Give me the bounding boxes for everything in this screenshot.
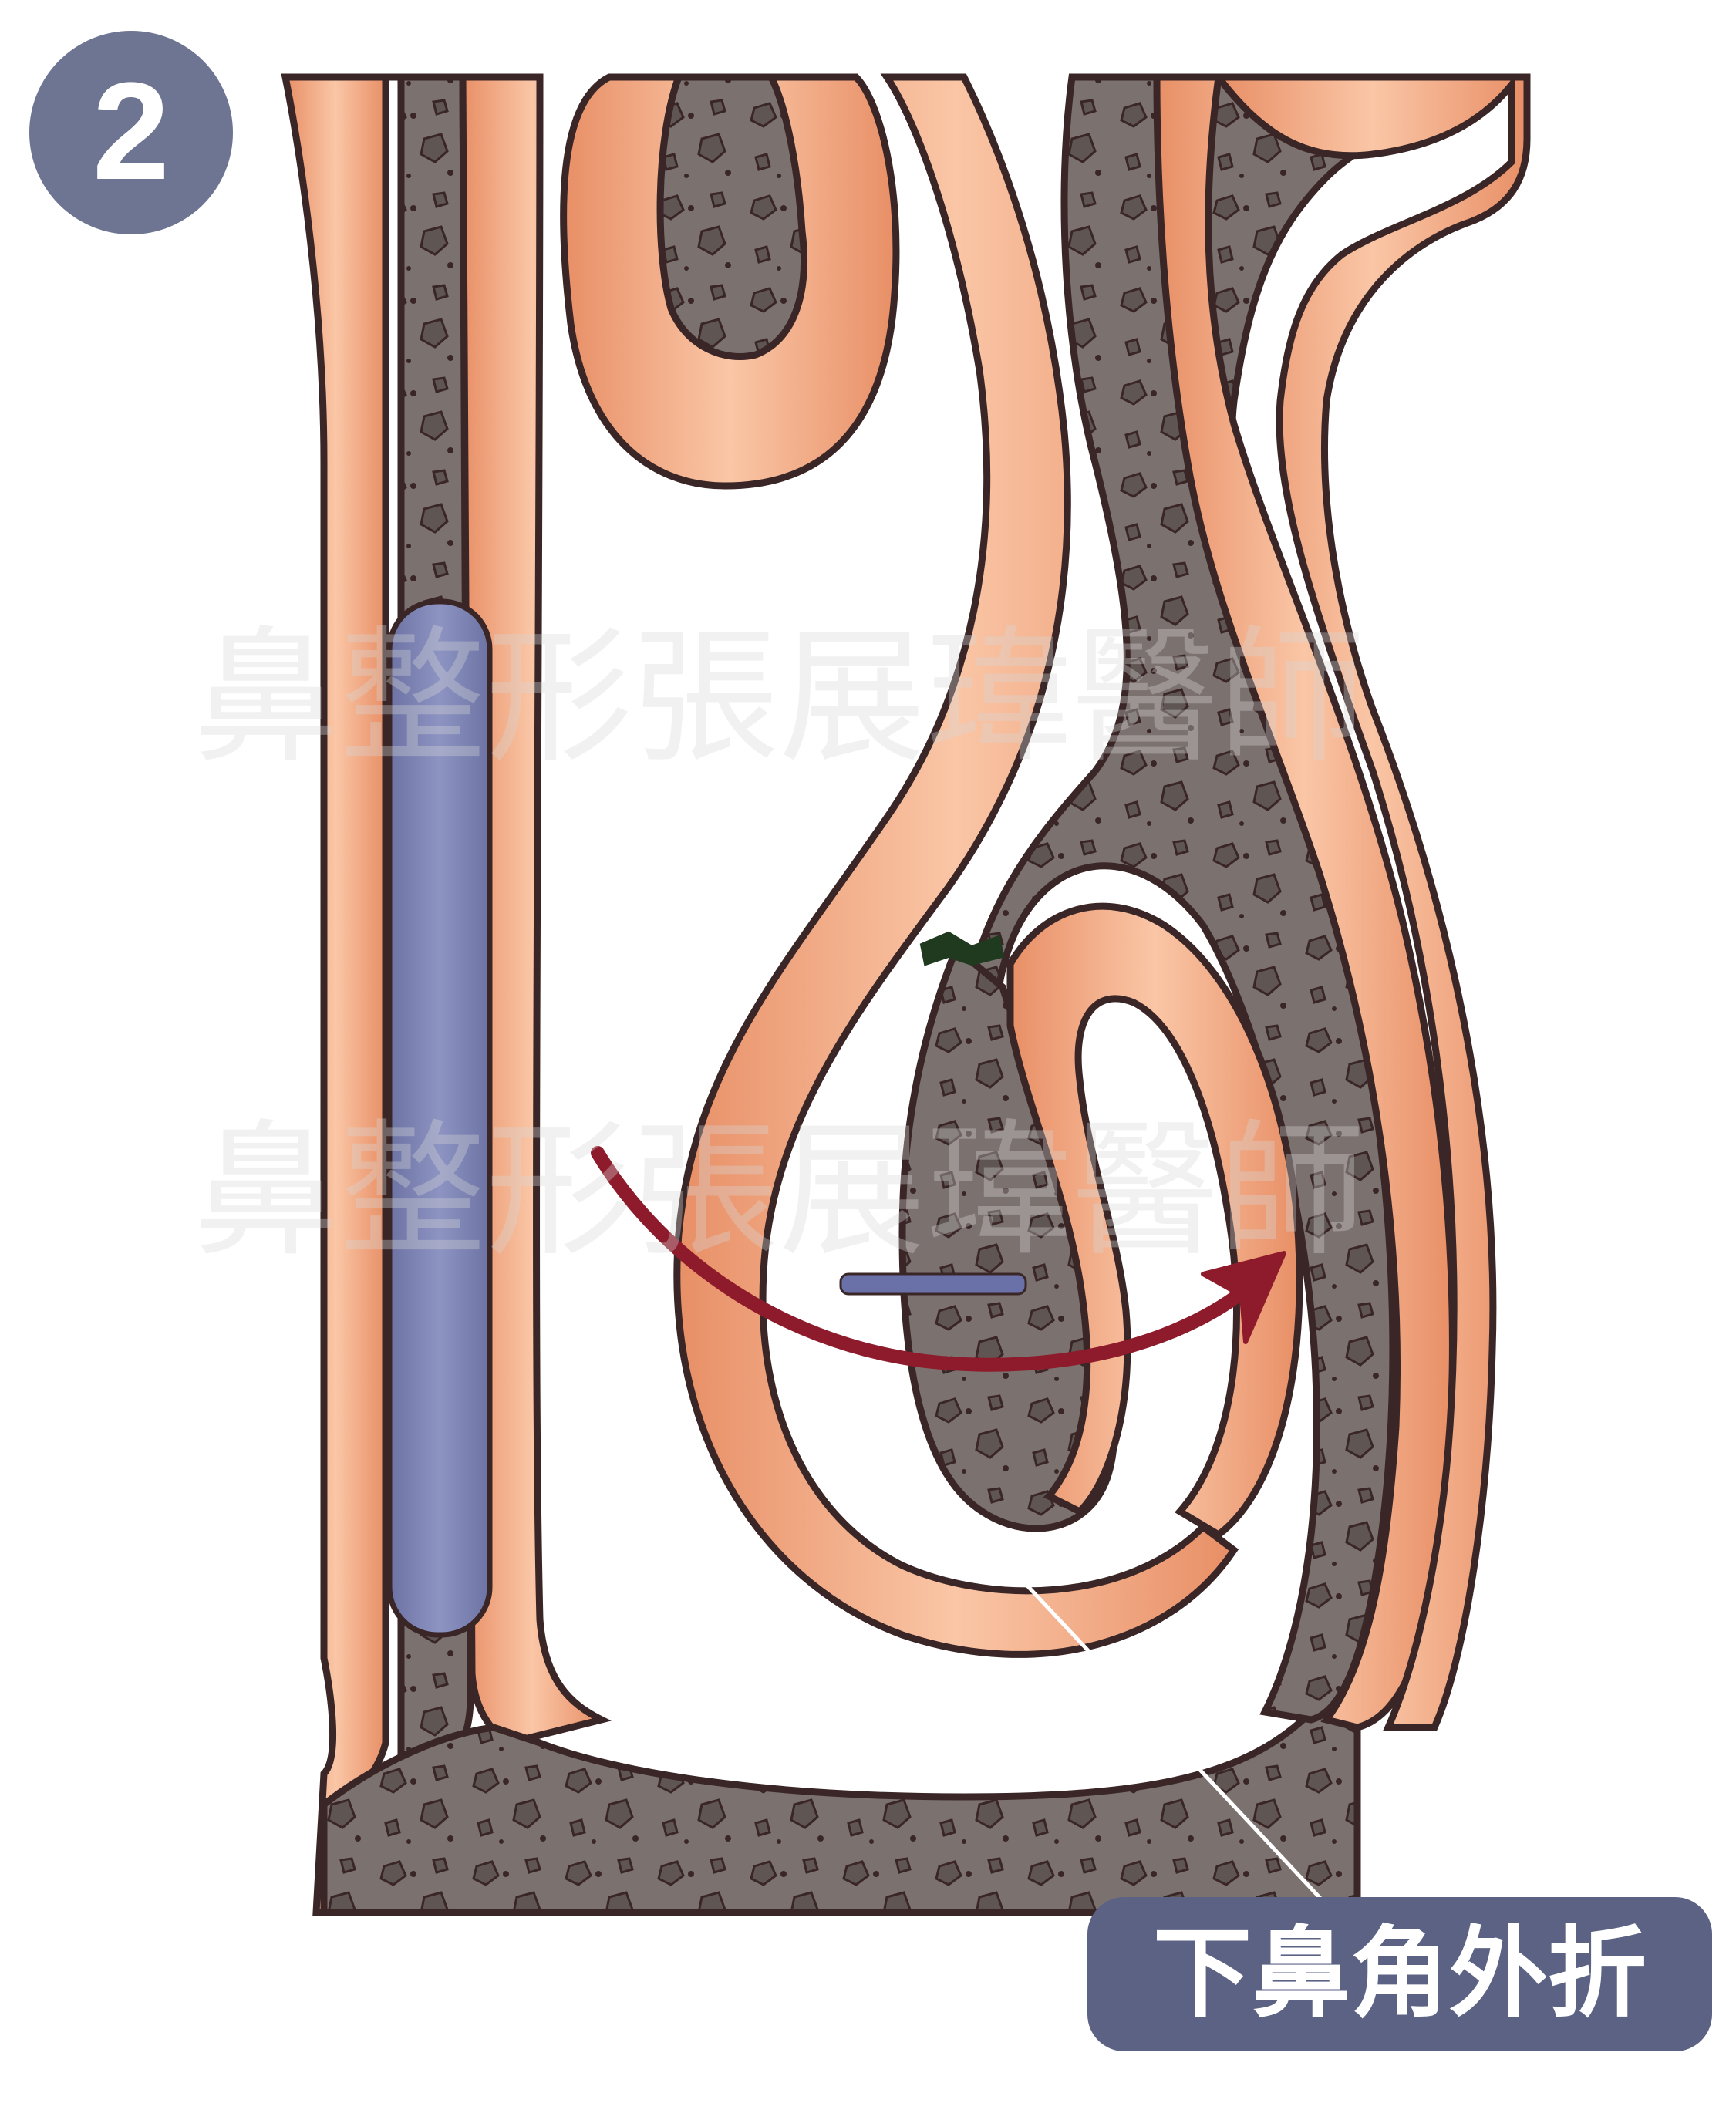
callout-label-text: 下鼻角外折 bbox=[1153, 1916, 1647, 2031]
lateral-mucosa bbox=[1153, 73, 1456, 1731]
inferior-turbinate bbox=[673, 73, 1303, 1658]
cut-line-mark bbox=[839, 1272, 1027, 1296]
fracture-point-mark bbox=[919, 931, 1005, 966]
callout-leader-line bbox=[978, 1533, 1328, 1906]
step-number: 2 bbox=[93, 54, 170, 209]
middle-turbinate bbox=[560, 73, 900, 490]
watermark-line-1: 鼻整形張展瑋醫師 bbox=[193, 612, 1365, 783]
nasal-floor-bone bbox=[320, 1708, 1361, 1916]
watermark-line-2: 鼻整形張展瑋醫師 bbox=[193, 1106, 1365, 1276]
septal-implant bbox=[386, 598, 493, 1638]
step-badge: 2 bbox=[29, 31, 233, 234]
callout-label: 下鼻角外折 bbox=[1087, 1897, 1712, 2051]
outfracture-direction-arrow bbox=[591, 1146, 1286, 1372]
